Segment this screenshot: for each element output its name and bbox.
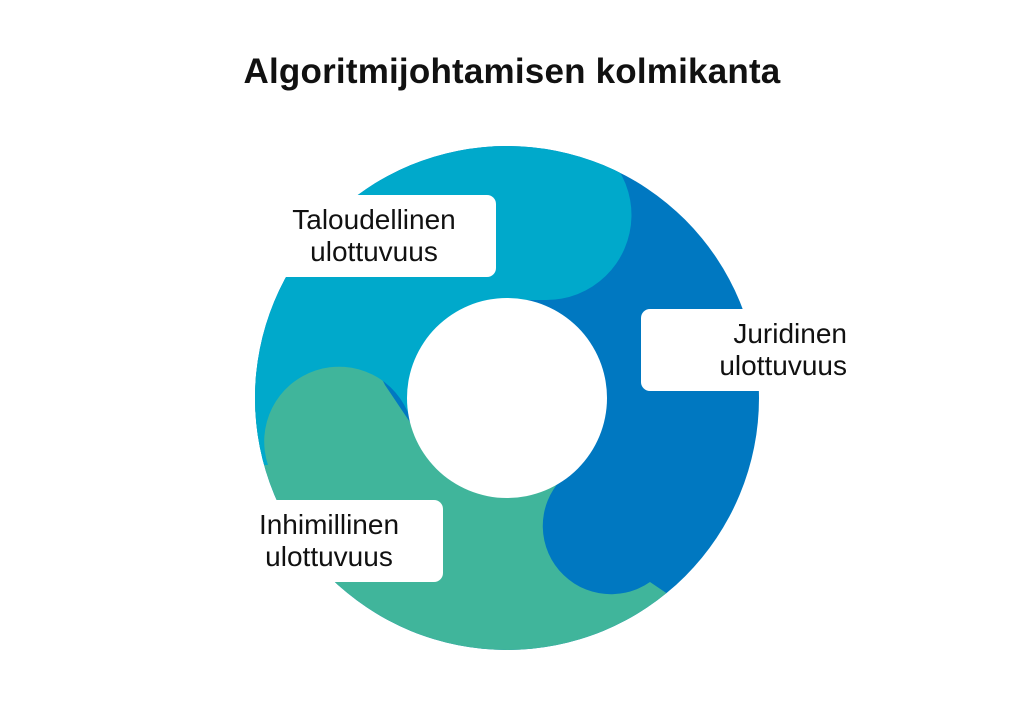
label-inhimillinen-line2: ulottuvuus <box>265 541 393 572</box>
label-juridinen-line1: Juridinen <box>733 318 847 349</box>
label-inhimillinen-line1: Inhimillinen <box>258 509 400 540</box>
label-inhimillinen: Inhimillinen ulottuvuus <box>215 500 443 582</box>
label-juridinen-line2: ulottuvuus <box>719 350 847 381</box>
page-title: Algoritmijohtamisen kolmikanta <box>243 52 781 91</box>
segment-inhimillinen <box>255 339 759 650</box>
label-taloudellinen-line2: ulottuvuus <box>310 236 438 267</box>
label-taloudellinen-line1: Taloudellinen <box>292 204 456 235</box>
center-hole <box>407 298 607 498</box>
label-taloudellinen: Taloudellinen ulottuvuus <box>252 195 496 277</box>
label-juridinen: Juridinen ulottuvuus <box>641 309 881 391</box>
